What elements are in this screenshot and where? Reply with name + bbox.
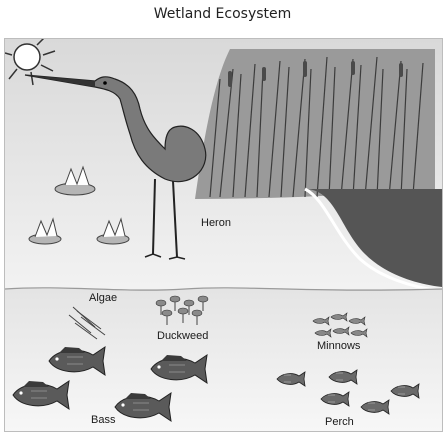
label-algae: Algae (89, 292, 117, 304)
label-bass: Bass (91, 414, 116, 426)
label-minnows: Minnows (317, 340, 361, 352)
cattails-icon (195, 49, 435, 199)
diagram-title: Wetland Ecosystem (0, 6, 445, 22)
ecosystem-svg: Heron Algae Duckweed Minnows Bass Perch (5, 39, 442, 431)
label-duckweed: Duckweed (157, 330, 208, 342)
label-heron: Heron (201, 217, 231, 229)
label-perch: Perch (325, 416, 354, 428)
ecosystem-illustration: Heron Algae Duckweed Minnows Bass Perch (4, 38, 443, 432)
